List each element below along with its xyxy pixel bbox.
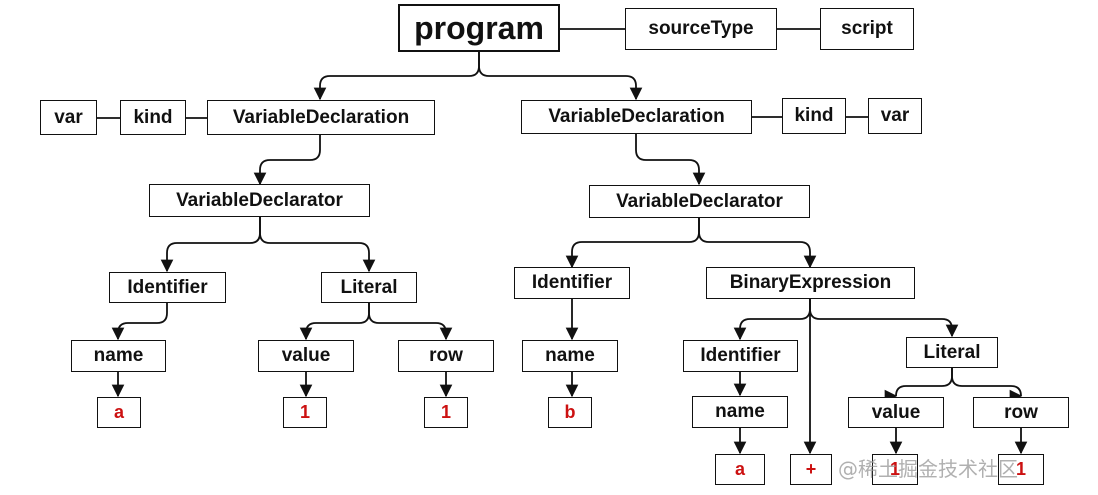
node-binary-expression: BinaryExpression bbox=[706, 267, 915, 299]
edge-declarator-identifier-right bbox=[565, 218, 700, 269]
node-var-left: var bbox=[40, 100, 97, 135]
node-row-binary: row bbox=[973, 397, 1069, 428]
leaf-1-row-binary: 1 bbox=[998, 454, 1044, 485]
node-vardecl-right: VariableDeclaration bbox=[521, 100, 752, 134]
leaf-1-row-left: 1 bbox=[424, 397, 468, 428]
edge-program-vardecl-left bbox=[313, 52, 480, 101]
node-value-binary: value bbox=[848, 397, 944, 428]
edge-literal-row-binary bbox=[951, 368, 1028, 398]
edge-literal-value-left bbox=[299, 303, 370, 341]
edge-declarator-literal-left bbox=[259, 217, 376, 273]
edge-declarator-binary bbox=[698, 218, 817, 269]
node-kind-left: kind bbox=[120, 100, 186, 135]
leaf-a-left: a bbox=[97, 397, 141, 428]
node-identifier-right: Identifier bbox=[514, 267, 630, 299]
node-name-left: name bbox=[71, 340, 166, 372]
node-name-binary: name bbox=[692, 396, 788, 428]
edge-binary-literal bbox=[809, 299, 959, 338]
edge-declarator-identifier-left bbox=[160, 217, 261, 273]
node-sourcetype: sourceType bbox=[625, 8, 777, 50]
edge-binary-identifier bbox=[733, 299, 811, 341]
node-var-right: var bbox=[868, 98, 922, 134]
node-script: script bbox=[820, 8, 914, 50]
node-identifier-binary: Identifier bbox=[683, 340, 798, 372]
leaf-b: b bbox=[548, 397, 592, 428]
node-declarator-left: VariableDeclarator bbox=[149, 184, 370, 217]
node-vardecl-left: VariableDeclaration bbox=[207, 100, 435, 135]
node-program: program bbox=[398, 4, 560, 52]
node-literal-binary: Literal bbox=[906, 337, 998, 368]
leaf-a-binary: a bbox=[715, 454, 765, 485]
leaf-1-value-left: 1 bbox=[283, 397, 327, 428]
edge-vardecl-declarator-right bbox=[635, 134, 706, 186]
leaf-1-value-binary: 1 bbox=[872, 454, 918, 485]
node-identifier-left: Identifier bbox=[109, 272, 226, 303]
edge-program-vardecl-right bbox=[478, 52, 643, 101]
leaf-plus: + bbox=[790, 454, 832, 485]
node-name-right: name bbox=[522, 340, 618, 372]
node-literal-left: Literal bbox=[321, 272, 417, 303]
edge-vardecl-declarator-left bbox=[253, 134, 321, 186]
node-declarator-right: VariableDeclarator bbox=[589, 185, 810, 218]
edge-literal-row-left bbox=[368, 303, 453, 341]
node-value-left: value bbox=[258, 340, 354, 372]
watermark: @稀土掘金技术社区 bbox=[838, 457, 1018, 481]
node-row-left: row bbox=[398, 340, 494, 372]
edge-identifier-name-left bbox=[111, 303, 168, 341]
edge-literal-value-binary bbox=[889, 368, 953, 398]
node-kind-right: kind bbox=[782, 98, 846, 134]
